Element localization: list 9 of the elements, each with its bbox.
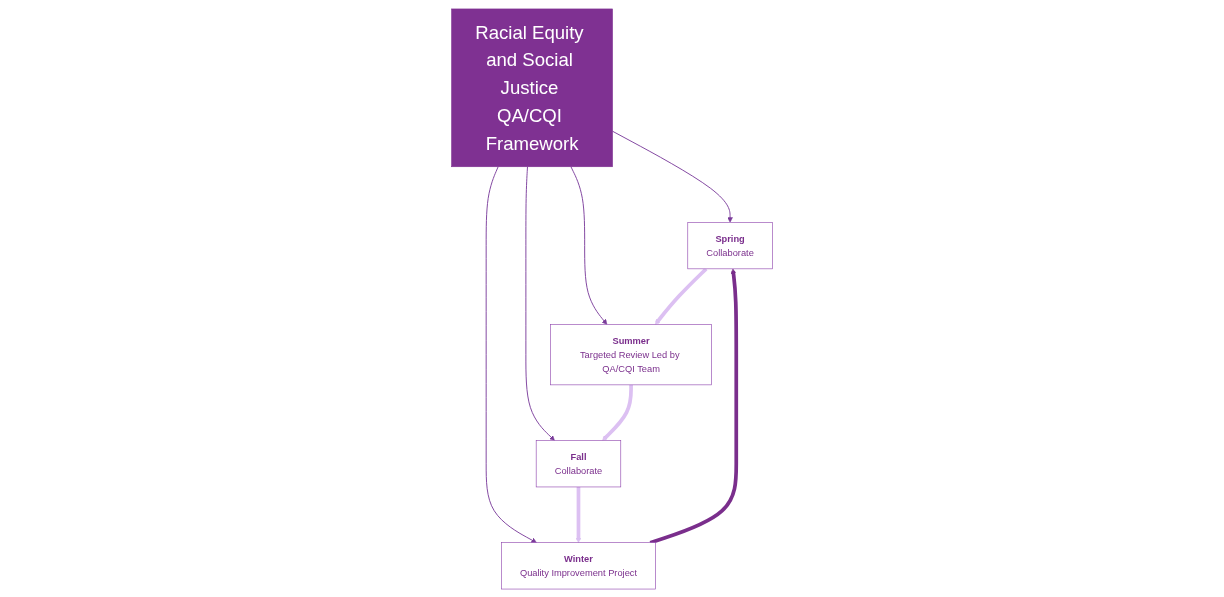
arrow	[602, 384, 633, 441]
node-box: Summer Targeted Review Led by QA/CQI Team	[550, 323, 712, 385]
node-box: Racial Equity and Social Justice QA/CQI Framework	[451, 8, 613, 167]
node-box: Fall Collaborate	[535, 439, 622, 487]
node-box: Spring Collaborate	[687, 221, 773, 269]
arrow	[654, 267, 708, 325]
arrow	[649, 268, 739, 544]
node-box: Winter Quality Improvement Project	[501, 541, 656, 589]
arrow	[575, 486, 582, 543]
